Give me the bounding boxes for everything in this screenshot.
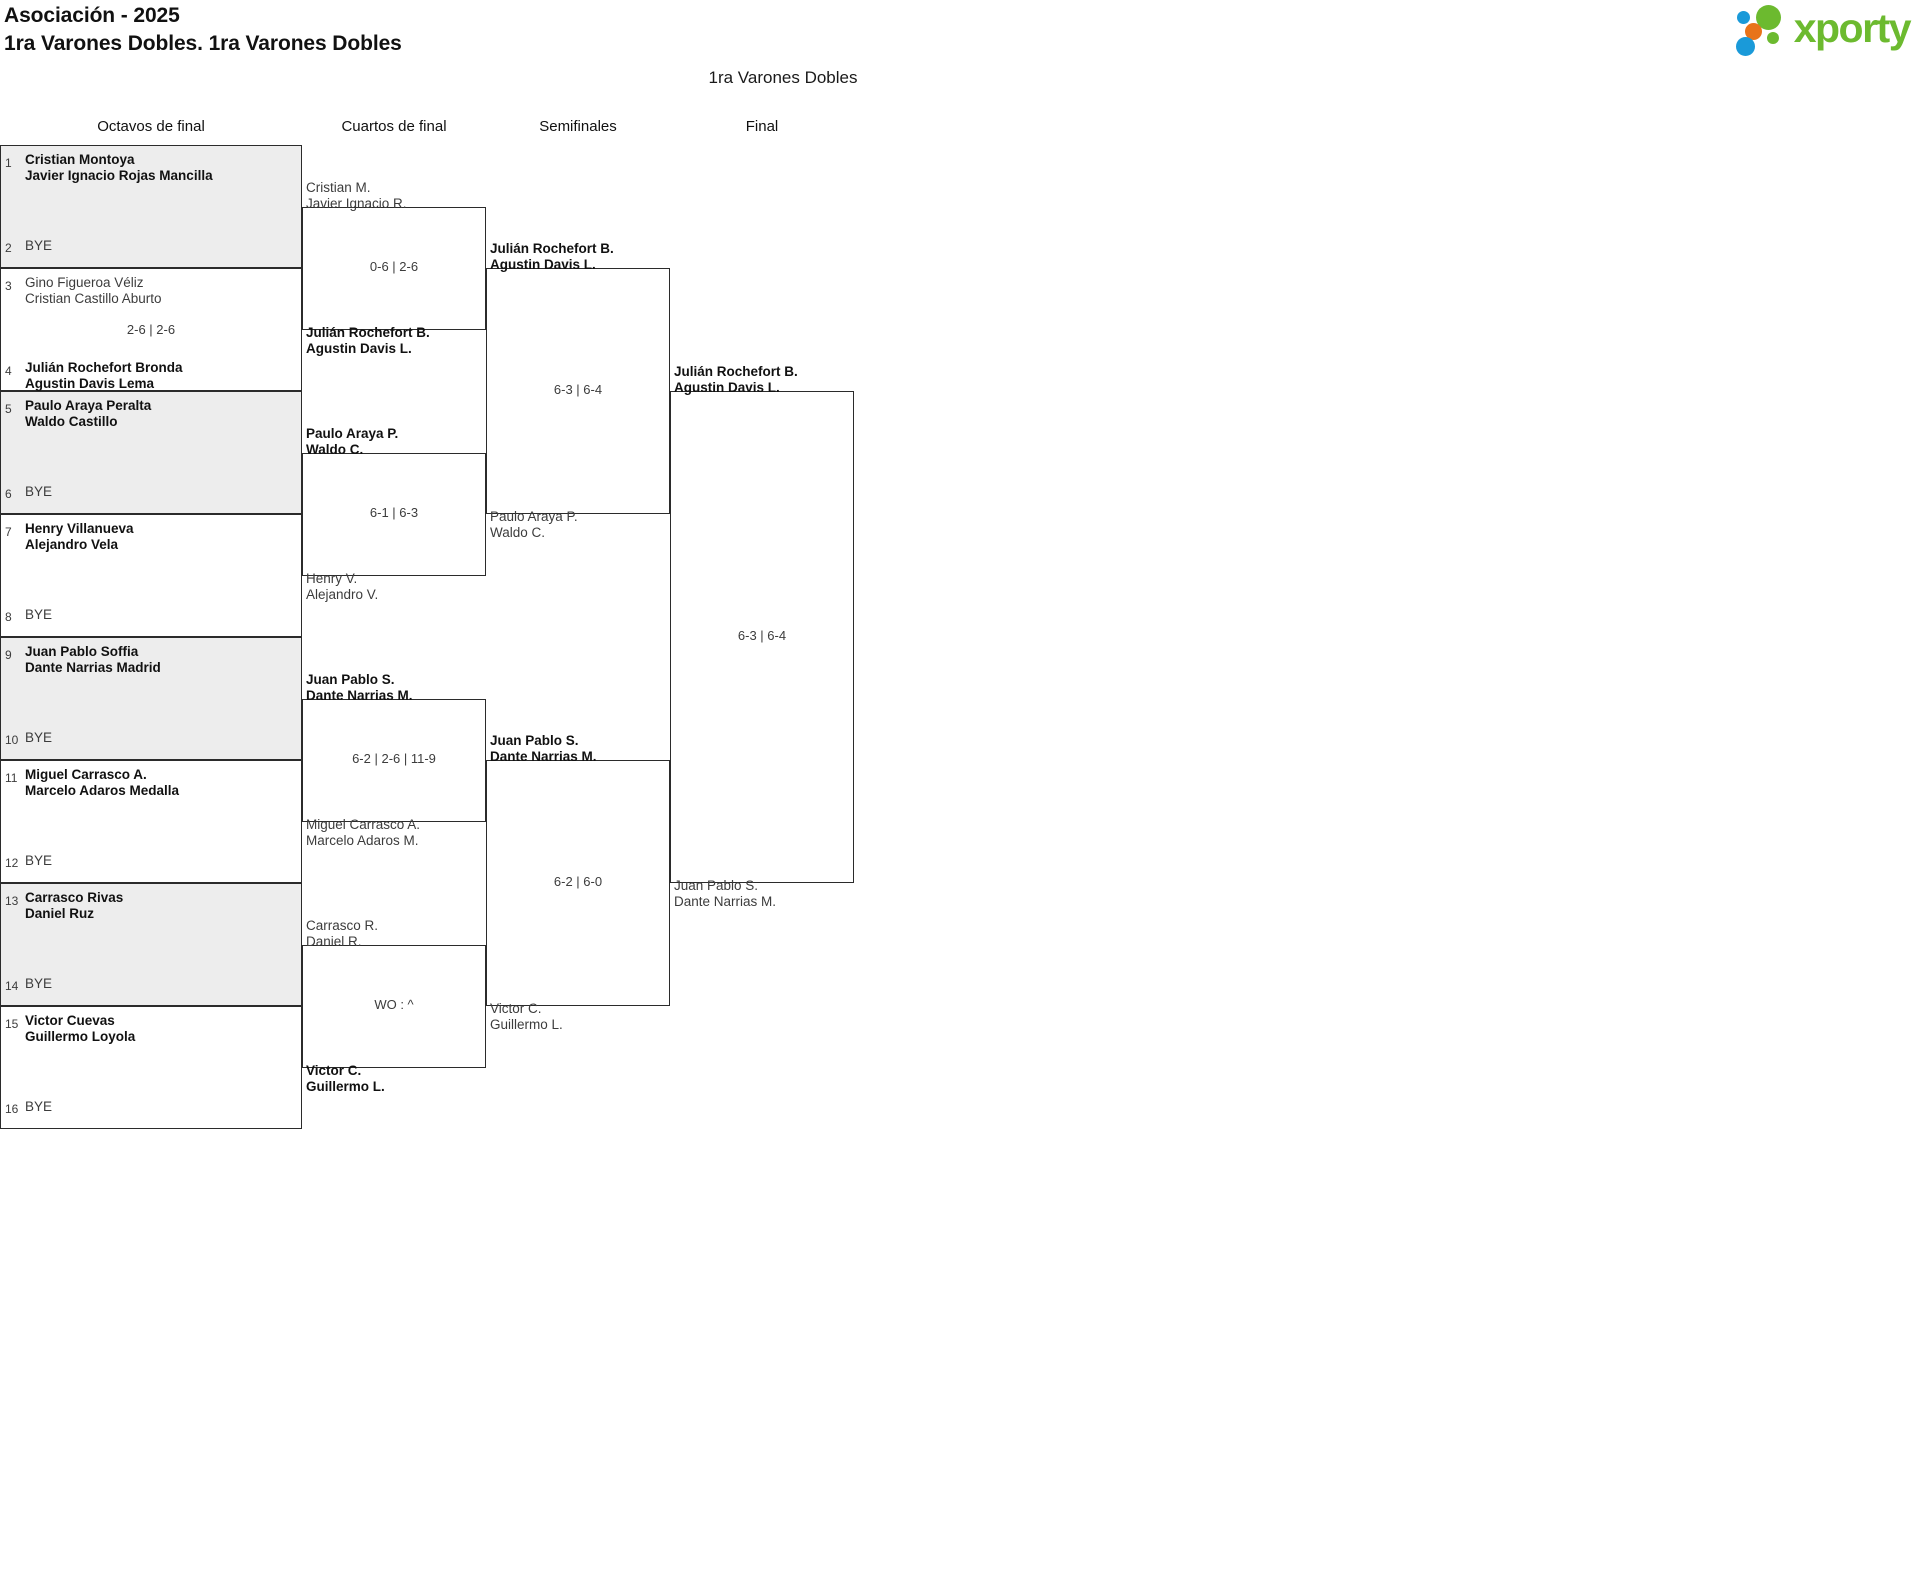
cuartos-match-box[interactable] <box>302 452 486 576</box>
seed-number: 8 <box>5 610 12 624</box>
semifinal-bottom-player: Paulo Araya P.Waldo C. <box>490 509 578 540</box>
semifinal-score: 6-3 | 6-4 <box>553 382 603 397</box>
cuartos-top-player: Carrasco R.Daniel R. <box>306 917 379 949</box>
semifinal-top-player: Julián Rochefort B.Agustin Davis L. <box>490 241 614 272</box>
final-top-player: Julián Rochefort B.Agustin Davis L. <box>674 364 798 395</box>
cuartos-bottom-player: Victor C.Guillermo L. <box>306 1062 385 1094</box>
round-header-octavos: Octavos de final <box>97 118 205 135</box>
cuartos-score: 0-6 | 2-6 <box>369 259 419 274</box>
seed-number: 2 <box>5 241 12 255</box>
semifinal-bottom-player: Victor C.Guillermo L. <box>490 1001 563 1032</box>
final-score: 6-3 | 6-4 <box>737 628 787 643</box>
round-header-cuartos: Cuartos de final <box>341 118 447 135</box>
final-match-box[interactable] <box>670 391 854 883</box>
bracket-heading: 1ra Varones Dobles <box>708 68 858 87</box>
semifinal-match-box[interactable] <box>486 268 670 514</box>
seed-number: 13 <box>5 894 19 908</box>
seed-number: 3 <box>5 279 12 293</box>
seed-number: 10 <box>5 733 19 747</box>
seed-number: 16 <box>5 1102 19 1116</box>
logo-wordmark: xporty <box>1793 5 1912 51</box>
cuartos-bottom-player: Miguel Carrasco A.Marcelo Adaros M. <box>306 816 421 848</box>
seed-number: 6 <box>5 487 12 501</box>
round-header-semifinales: Semifinales <box>539 118 617 135</box>
cuartos-match-box[interactable] <box>302 944 486 1068</box>
cuartos-score: 6-2 | 2-6 | 11-9 <box>352 751 436 766</box>
semifinal-top-player: Juan Pablo S.Dante Narrias M. <box>490 733 597 764</box>
seed-number: 11 <box>5 771 18 785</box>
seed-number: 4 <box>5 364 12 378</box>
cuartos-match-box[interactable] <box>302 698 486 822</box>
seed-number: 9 <box>5 648 12 662</box>
cuartos-bottom-player: Henry V.Alejandro V. <box>306 570 379 602</box>
cuartos-match-box[interactable] <box>302 206 486 330</box>
semifinal-score: 6-2 | 6-0 <box>553 874 603 889</box>
seed-number: 5 <box>5 402 12 416</box>
semifinal-match-box[interactable] <box>486 760 670 1006</box>
cuartos-score: WO : ^ <box>374 997 414 1012</box>
round-header-final: Final <box>745 118 779 135</box>
cuartos-top-player: Paulo Araya P.Waldo C. <box>306 425 399 457</box>
cuartos-bottom-player: Julián Rochefort B.Agustin Davis L. <box>306 324 430 356</box>
cuartos-top-player: Juan Pablo S.Dante Narrias M. <box>306 671 413 703</box>
page-title: Asociación - 2025 1ra Varones Dobles. 1r… <box>4 2 402 58</box>
match-score: 2-6 | 2-6 <box>126 321 176 337</box>
final-bottom-player: Juan Pablo S.Dante Narrias M. <box>674 878 777 909</box>
cuartos-score: 6-1 | 6-3 <box>369 505 419 520</box>
category-name: 1ra Varones Dobles. 1ra Varones Dobles <box>4 32 402 55</box>
cuartos-top-player: Cristian M.Javier Ignacio R. <box>306 179 407 211</box>
seed-number: 1 <box>5 156 12 170</box>
tournament-name: Asociación - 2025 <box>4 4 180 27</box>
seed-number: 15 <box>5 1017 19 1031</box>
xporty-logo[interactable]: xporty <box>1735 4 1912 56</box>
seed-number: 14 <box>5 979 19 993</box>
seed-number: 12 <box>5 856 19 870</box>
logo-dots-icon <box>1735 4 1788 56</box>
seed-number: 7 <box>5 525 12 539</box>
